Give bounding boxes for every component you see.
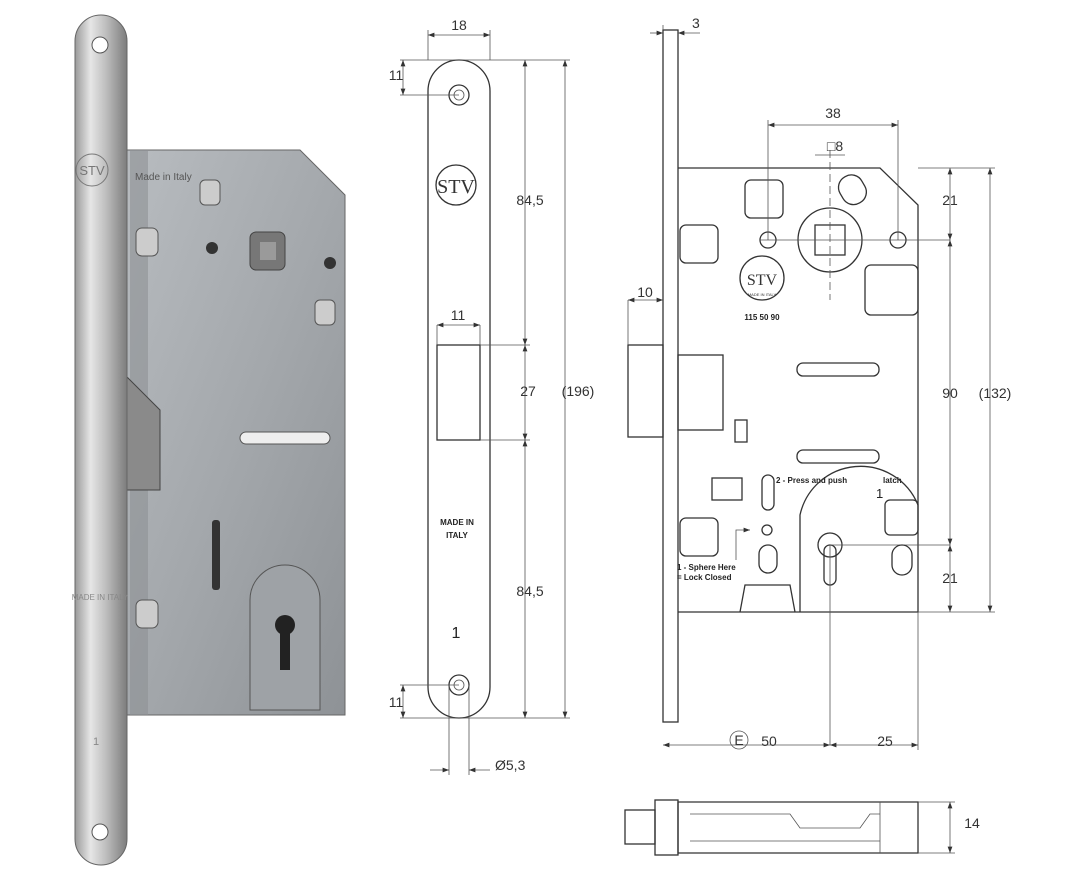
dim-width: 18 (451, 17, 467, 33)
press-push-label: 2 - Press and push (776, 476, 847, 485)
dim-38: 38 (825, 105, 841, 121)
faceplate (74, 14, 128, 866)
part-code: 115 50 90 (744, 313, 780, 322)
dim-latch-height: 27 (520, 383, 536, 399)
logo: STV (79, 163, 105, 178)
dim-upper: 84,5 (516, 192, 543, 208)
logo: STV (437, 176, 475, 198)
dim-25: 25 (877, 733, 893, 749)
dim-hole-bottom: 11 (389, 694, 404, 710)
dim-total: (196) (562, 383, 595, 399)
made-in-text: ITALY (446, 531, 468, 540)
made-in-text: MADE IN (440, 518, 474, 527)
sphere-label: 1 - Sphere Here (677, 563, 736, 572)
faceplate-number: 1 (452, 625, 461, 642)
dim-top-21: 21 (942, 192, 958, 208)
faceplate-front-view: STV MADE IN ITALY 1 18 11 11 11 84,5 27 … (389, 17, 595, 775)
dim-bottom-21: 21 (942, 570, 958, 586)
faceplate-number: 1 (93, 736, 99, 748)
dim-latch-width: 11 (451, 307, 466, 323)
dim-132: (132) (979, 385, 1012, 401)
dim-90: 90 (942, 385, 958, 401)
step-one-label: 1 (876, 486, 883, 501)
dim-e-marker: E (734, 732, 743, 748)
dim-hole-top: 11 (389, 67, 404, 83)
stamp-text: Made in Italy (135, 172, 192, 183)
lock-closed-label: = Lock Closed (677, 573, 732, 582)
dim-lower: 84,5 (516, 583, 543, 599)
dim-hole-diameter: Ø5,3 (495, 757, 526, 773)
dim-10: 10 (637, 284, 653, 300)
logo: STV (747, 272, 778, 289)
faceplate-stamp: MADE IN ITALY (72, 593, 129, 602)
lock-photo: Made in Italy STV MADE IN ITALY 1 (72, 14, 346, 866)
lock-side-view: STV MADE IN ITALY 115 50 90 2 - Press an… (624, 15, 1012, 856)
dim-14: 14 (964, 815, 980, 831)
dim-50: 50 (761, 733, 777, 749)
dim-thickness: 3 (692, 15, 700, 31)
dim-spindle-square: □8 (827, 138, 843, 154)
logo-ring-text: MADE IN ITALY (748, 292, 777, 297)
latch-label: latch (883, 476, 902, 485)
